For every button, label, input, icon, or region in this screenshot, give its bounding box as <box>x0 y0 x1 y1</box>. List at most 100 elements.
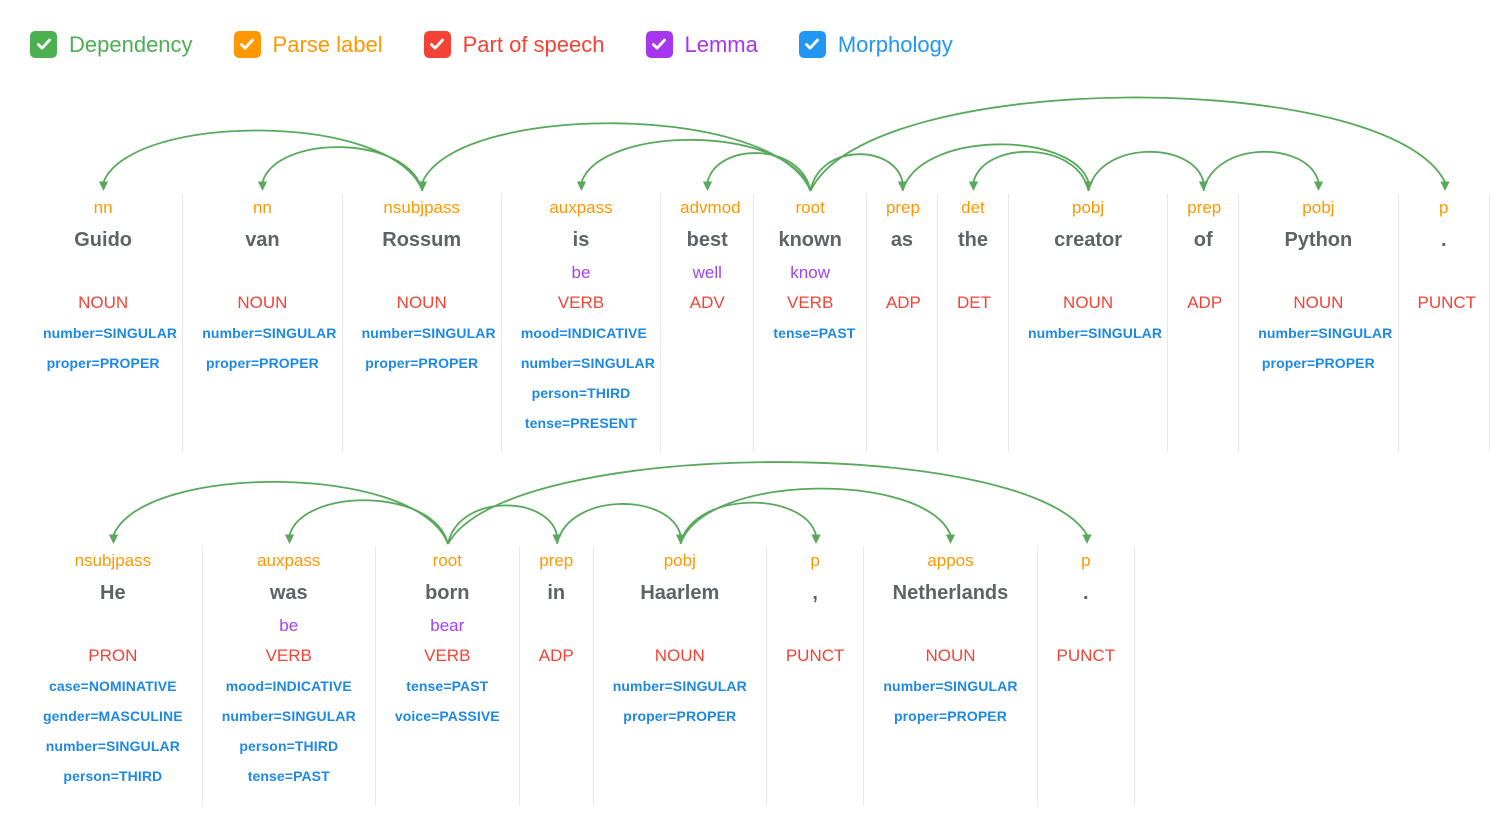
morphology-feature: number=SINGULAR <box>883 678 1018 694</box>
part-of-speech: ADP <box>1187 293 1223 312</box>
token-lemma <box>886 258 918 288</box>
token-word: the <box>957 229 988 251</box>
checkbox-checked-icon <box>798 30 826 58</box>
dependency-arc <box>679 487 952 545</box>
morphology-feature: number=SINGULAR <box>43 325 178 341</box>
token-word: was <box>269 582 308 604</box>
parse-label: nsubjpass <box>74 551 152 570</box>
morphology-feature: proper=PROPER <box>46 355 160 371</box>
parse-label: prep <box>885 198 920 217</box>
token-lemma <box>613 611 747 641</box>
dependency-arc <box>809 96 1446 192</box>
morphology-list: number=SINGULAR proper=PROPER <box>883 671 1017 731</box>
morphology-list: number=SINGULAR proper=PROPER <box>43 318 178 378</box>
token-lemma <box>957 258 989 288</box>
dependency-arc <box>706 152 812 192</box>
checkbox-morphology[interactable]: Morphology <box>798 30 953 58</box>
part-of-speech: PUNCT <box>785 646 845 665</box>
token-word: best <box>686 229 728 251</box>
arrowhead-icon <box>811 534 821 544</box>
controls-row: Dependency Parse label Part of speech Lemma… <box>0 0 1490 64</box>
dependency-arc <box>809 153 904 192</box>
arrowhead-icon <box>98 181 109 191</box>
parse-label: advmod <box>680 198 741 217</box>
part-of-speech: VERB <box>424 646 471 665</box>
checkbox-dependency[interactable]: Dependency <box>30 30 193 58</box>
arrowhead-icon <box>576 181 587 191</box>
part-of-speech: ADP <box>538 646 574 665</box>
checkbox-label: Lemma <box>684 31 758 57</box>
token-lemma <box>1258 258 1378 288</box>
token-lemma <box>202 258 322 288</box>
dependency-arc <box>901 143 1090 192</box>
token-word: Rossum <box>382 229 462 251</box>
parse-label: p <box>1439 198 1449 217</box>
part-of-speech: VERB <box>557 293 605 312</box>
token-lemma <box>883 611 1017 641</box>
dependency-arc <box>261 146 424 192</box>
checkbox-lemma[interactable]: Lemma <box>645 30 758 58</box>
token: p.PUNCT <box>1038 547 1136 805</box>
morphology-feature: number=SINGULAR <box>1258 325 1393 341</box>
arrowhead-icon <box>284 534 295 544</box>
morphology-feature: tense=PRESENT <box>524 415 638 431</box>
morphology-feature: person=THIRD <box>63 768 163 784</box>
token-word: Guido <box>74 229 133 251</box>
dependency-arc <box>421 122 812 192</box>
dependency-arc <box>972 150 1090 192</box>
token-lemma <box>1187 258 1219 288</box>
morphology-feature: gender=MASCULINE <box>43 708 183 724</box>
parse-label: prep <box>1187 198 1222 217</box>
dependency-arc <box>1202 150 1320 192</box>
morphology-feature: voice=PASSIVE <box>394 708 500 724</box>
token-word: known <box>778 229 842 251</box>
parse-label: det <box>961 198 985 217</box>
dependency-arcs <box>98 96 1450 192</box>
part-of-speech: NOUN <box>78 293 129 312</box>
morphology-feature: number=SINGULAR <box>45 738 180 754</box>
dependency-arc <box>556 503 682 545</box>
morphology-feature: proper=PROPER <box>893 708 1007 724</box>
checkbox-parse-label[interactable]: Parse label <box>233 30 383 58</box>
checkbox-label: Part of speech <box>462 31 605 57</box>
morphology-feature: proper=PROPER <box>623 708 737 724</box>
part-of-speech: ADV <box>689 293 725 312</box>
arrowhead-icon <box>1440 181 1450 191</box>
dependency-arc <box>447 461 1088 545</box>
checkbox-checked-icon <box>645 30 673 58</box>
parse-label: appos <box>927 551 974 570</box>
token: p,PUNCT <box>767 547 865 805</box>
checkbox-part-of-speech[interactable]: Part of speech <box>423 30 605 58</box>
token-word: Netherlands <box>892 582 1009 604</box>
dependency-arc <box>580 139 812 192</box>
checkbox-checked-icon <box>423 30 451 58</box>
checkbox-label: Morphology <box>837 31 953 57</box>
arrowhead-icon <box>702 181 713 191</box>
token-lemma: know <box>790 263 830 282</box>
token-lemma: bear <box>430 616 465 635</box>
morphology-feature: mood=INDICATIVE <box>225 678 352 694</box>
part-of-speech: NOUN <box>925 646 976 665</box>
arrowhead-icon <box>945 534 956 544</box>
token-word: He <box>100 582 126 604</box>
token-word: Haarlem <box>640 582 720 604</box>
morphology-feature: number=SINGULAR <box>221 708 356 724</box>
checkbox-label: Dependency <box>69 31 193 57</box>
token-lemma <box>1057 611 1116 641</box>
parse-label: auxpass <box>549 198 613 217</box>
part-of-speech: NOUN <box>237 293 288 312</box>
morphology-feature: tense=PAST <box>406 678 489 694</box>
dependency-arc <box>1087 150 1205 192</box>
arrowhead-icon <box>968 181 979 191</box>
checkbox-checked-icon <box>233 30 261 58</box>
token-lemma <box>362 258 482 288</box>
token-lemma <box>1418 258 1471 288</box>
